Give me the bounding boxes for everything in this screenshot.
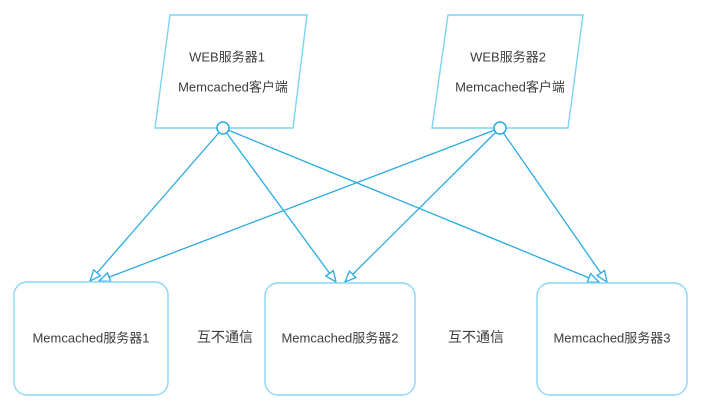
connector-web2-to-mc1	[99, 127, 501, 281]
web-server-1-node: WEB服务器1 Memcached客户端	[154, 14, 308, 135]
web-server-2-node: WEB服务器2 Memcached客户端	[431, 14, 584, 135]
memcached-server-3-node: Memcached服务器3	[536, 282, 688, 396]
memcached-server-2-node: Memcached服务器2	[264, 282, 416, 396]
memcached-server-3-shape	[536, 282, 688, 396]
memcached-server-2-shape	[264, 282, 416, 396]
memcached-server-2-label: Memcached服务器2	[281, 331, 398, 346]
memcached-server-3-label: Memcached服务器3	[553, 331, 670, 346]
connector-web1-to-mc3	[222, 127, 599, 282]
connector-lines	[90, 127, 607, 282]
no-communication-label-2: 互不通信	[448, 329, 504, 345]
connector-web2-to-mc3	[499, 127, 607, 282]
web-server-2-shape	[431, 14, 584, 129]
web-server-1-subtitle: Memcached客户端	[178, 80, 288, 95]
no-communication-label-1: 互不通信	[197, 329, 253, 345]
memcached-server-1-label: Memcached服务器1	[32, 331, 149, 346]
connector-web2-to-mc2	[345, 127, 501, 282]
connector-web1-to-mc2	[222, 127, 336, 282]
web-server-1-title: WEB服务器1	[189, 50, 265, 65]
connector-web1-to-mc1	[90, 127, 224, 281]
web-server-2-title: WEB服务器2	[470, 50, 546, 65]
web-server-2-subtitle: Memcached客户端	[455, 80, 565, 95]
connection-port-2	[493, 121, 507, 135]
connection-port-1	[216, 121, 230, 135]
memcached-server-1-shape	[13, 281, 169, 396]
memcached-server-1-node: Memcached服务器1	[13, 281, 169, 396]
web-server-1-shape	[154, 14, 308, 129]
